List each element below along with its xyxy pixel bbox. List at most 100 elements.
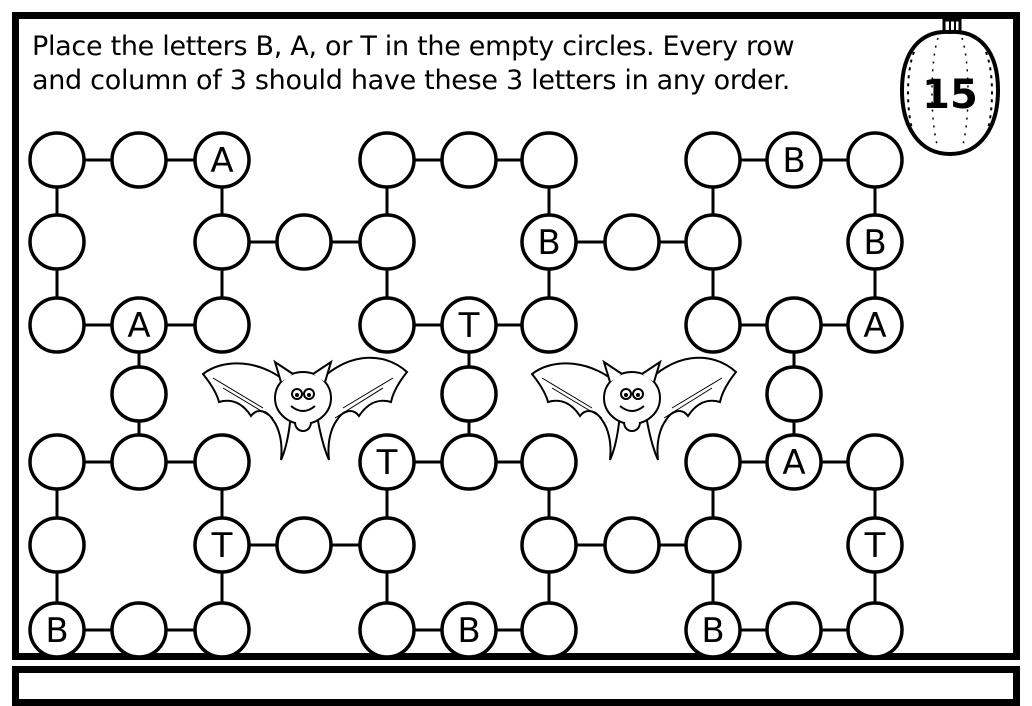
- letter-circle-empty[interactable]: [765, 365, 823, 423]
- letter-circle-empty[interactable]: [358, 131, 416, 189]
- letter-circle-empty[interactable]: [193, 601, 251, 659]
- letter-circle-empty[interactable]: [520, 433, 578, 491]
- circle-letter: B: [537, 223, 560, 263]
- circle-outline: [275, 516, 333, 574]
- circle-letter: B: [701, 611, 724, 651]
- letter-circle-empty[interactable]: [358, 213, 416, 271]
- circle-outline: [358, 516, 416, 574]
- circle-outline: [275, 213, 333, 271]
- circle-letter: T: [376, 443, 398, 483]
- circle-outline: [358, 213, 416, 271]
- letter-circle-filled[interactable]: A: [846, 296, 904, 354]
- letter-circle-empty[interactable]: [193, 296, 251, 354]
- letter-circle-empty[interactable]: [440, 433, 498, 491]
- letter-circle-empty[interactable]: [684, 296, 742, 354]
- letter-circle-empty[interactable]: [275, 516, 333, 574]
- letter-circle-filled[interactable]: A: [765, 433, 823, 491]
- letter-circle-empty[interactable]: [846, 433, 904, 491]
- letter-circle-filled[interactable]: B: [765, 131, 823, 189]
- letter-circle-empty[interactable]: [28, 433, 86, 491]
- instructions-line-2: and column of 3 should have these 3 lett…: [32, 65, 790, 96]
- circle-outline: [765, 601, 823, 659]
- letter-circle-empty[interactable]: [846, 131, 904, 189]
- letter-circle-empty[interactable]: [193, 433, 251, 491]
- letter-circle-filled[interactable]: B: [520, 213, 578, 271]
- letter-circle-empty[interactable]: [110, 131, 168, 189]
- letter-circle-empty[interactable]: [684, 433, 742, 491]
- letter-circle-empty[interactable]: [110, 433, 168, 491]
- circle-outline: [846, 213, 904, 271]
- bat-right-illustration: [530, 356, 738, 461]
- letter-circle-empty[interactable]: [603, 516, 661, 574]
- letter-circle-filled[interactable]: A: [110, 296, 168, 354]
- circle-outline: [520, 516, 578, 574]
- letter-circle-empty[interactable]: [765, 601, 823, 659]
- circle-outline: [358, 296, 416, 354]
- circle-outline: [193, 296, 251, 354]
- circle-outline: [358, 433, 416, 491]
- letter-circle-empty[interactable]: [28, 296, 86, 354]
- circle-outline: [846, 516, 904, 574]
- letter-circle-filled[interactable]: T: [193, 516, 251, 574]
- letter-circle-empty[interactable]: [520, 601, 578, 659]
- circle-outline: [846, 296, 904, 354]
- circle-outline: [110, 131, 168, 189]
- letter-circle-empty[interactable]: [110, 365, 168, 423]
- letter-circle-empty[interactable]: [358, 296, 416, 354]
- letter-circle-empty[interactable]: [28, 131, 86, 189]
- letter-circle-filled[interactable]: B: [28, 601, 86, 659]
- letter-circle-filled[interactable]: B: [440, 601, 498, 659]
- letter-circle-empty[interactable]: [520, 131, 578, 189]
- letter-circle-empty[interactable]: [684, 213, 742, 271]
- letter-circle-empty[interactable]: [520, 296, 578, 354]
- letter-circle-empty[interactable]: [358, 516, 416, 574]
- circle-outline: [110, 296, 168, 354]
- circle-outline: [193, 433, 251, 491]
- letter-circle-empty[interactable]: [520, 516, 578, 574]
- letter-circle-empty[interactable]: [28, 516, 86, 574]
- puzzle-number: 15: [922, 72, 978, 118]
- letter-circle-empty[interactable]: [603, 213, 661, 271]
- circle-letter: A: [127, 306, 150, 346]
- circle-outline: [358, 601, 416, 659]
- circle-letter: T: [211, 526, 233, 566]
- letter-circle-filled[interactable]: T: [440, 296, 498, 354]
- circle-outline: [846, 433, 904, 491]
- circle-outline: [520, 433, 578, 491]
- circle-outline: [684, 601, 742, 659]
- circle-outline: [193, 601, 251, 659]
- circle-outline: [110, 433, 168, 491]
- letter-circle-filled[interactable]: T: [846, 516, 904, 574]
- letter-circle-empty[interactable]: [28, 213, 86, 271]
- circle-outline: [684, 296, 742, 354]
- circle-outline: [28, 516, 86, 574]
- circle-outline: [846, 131, 904, 189]
- letter-circle-filled[interactable]: B: [846, 213, 904, 271]
- circle-outline: [440, 433, 498, 491]
- letter-circle-empty[interactable]: [440, 131, 498, 189]
- letter-circle-filled[interactable]: T: [358, 433, 416, 491]
- circle-outline: [603, 213, 661, 271]
- instructions-line-1: Place the letters B, A, or T in the empt…: [32, 31, 795, 62]
- letter-circle-empty[interactable]: [110, 601, 168, 659]
- circle-letter: A: [782, 443, 805, 483]
- letter-circle-empty[interactable]: [275, 213, 333, 271]
- letter-circle-empty[interactable]: [440, 365, 498, 423]
- circle-outline: [110, 601, 168, 659]
- letter-circle-filled[interactable]: A: [193, 131, 251, 189]
- circle-outline: [684, 516, 742, 574]
- circle-letter: T: [864, 526, 886, 566]
- letter-circle-empty[interactable]: [193, 213, 251, 271]
- circle-outline: [846, 601, 904, 659]
- letter-circle-empty[interactable]: [358, 601, 416, 659]
- letter-circle-empty[interactable]: [684, 131, 742, 189]
- circle-outline: [193, 516, 251, 574]
- letter-circle-empty[interactable]: [765, 296, 823, 354]
- letter-circle-empty[interactable]: [846, 601, 904, 659]
- letter-circle-empty[interactable]: [684, 516, 742, 574]
- circle-outline: [440, 601, 498, 659]
- circle-outline: [193, 213, 251, 271]
- letter-circle-filled[interactable]: B: [684, 601, 742, 659]
